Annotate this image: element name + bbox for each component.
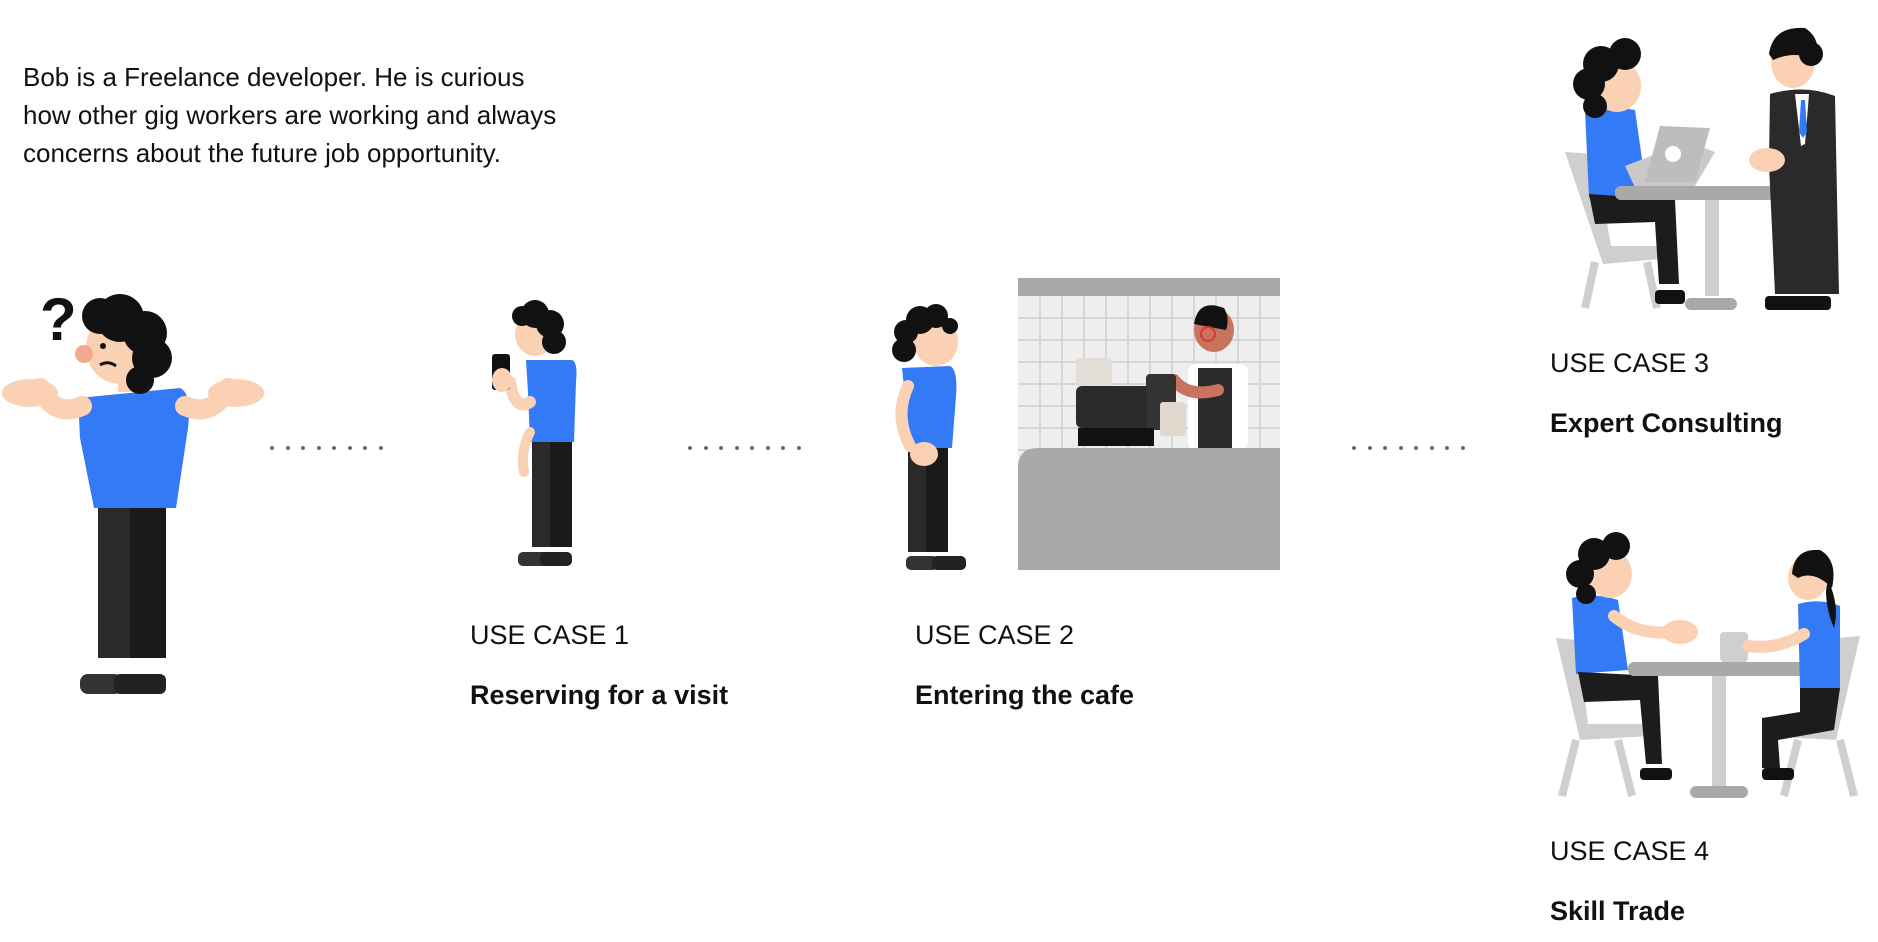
flow-dots-2 [688, 446, 812, 450]
use-case-2-title: Entering the cafe [915, 680, 1135, 710]
bob-phone-illustration [480, 300, 590, 572]
use-case-1-label: USE CASE 1 [470, 620, 630, 650]
use-case-4-label: USE CASE 4 [1550, 836, 1710, 866]
use-case-3-label: USE CASE 3 [1550, 348, 1710, 378]
cafe-counter-illustration [1018, 278, 1280, 570]
use-case-1-title: Reserving for a visit [470, 680, 729, 710]
skill-trade-illustration [1548, 532, 1868, 802]
use-case-3-title: Expert Consulting [1550, 408, 1783, 438]
bob-confused-illustration: ? [0, 286, 270, 698]
question-mark-icon: ? [40, 286, 77, 353]
intro-text: Bob is a Freelance developer. He is curi… [23, 62, 557, 168]
use-case-4-title: Skill Trade [1550, 896, 1686, 926]
flow-dots-1 [270, 446, 394, 450]
use-case-2-label: USE CASE 2 [915, 620, 1075, 650]
expert-consulting-illustration [1555, 14, 1855, 312]
flow-dots-3 [1352, 446, 1476, 450]
bob-entering-illustration [880, 304, 990, 576]
